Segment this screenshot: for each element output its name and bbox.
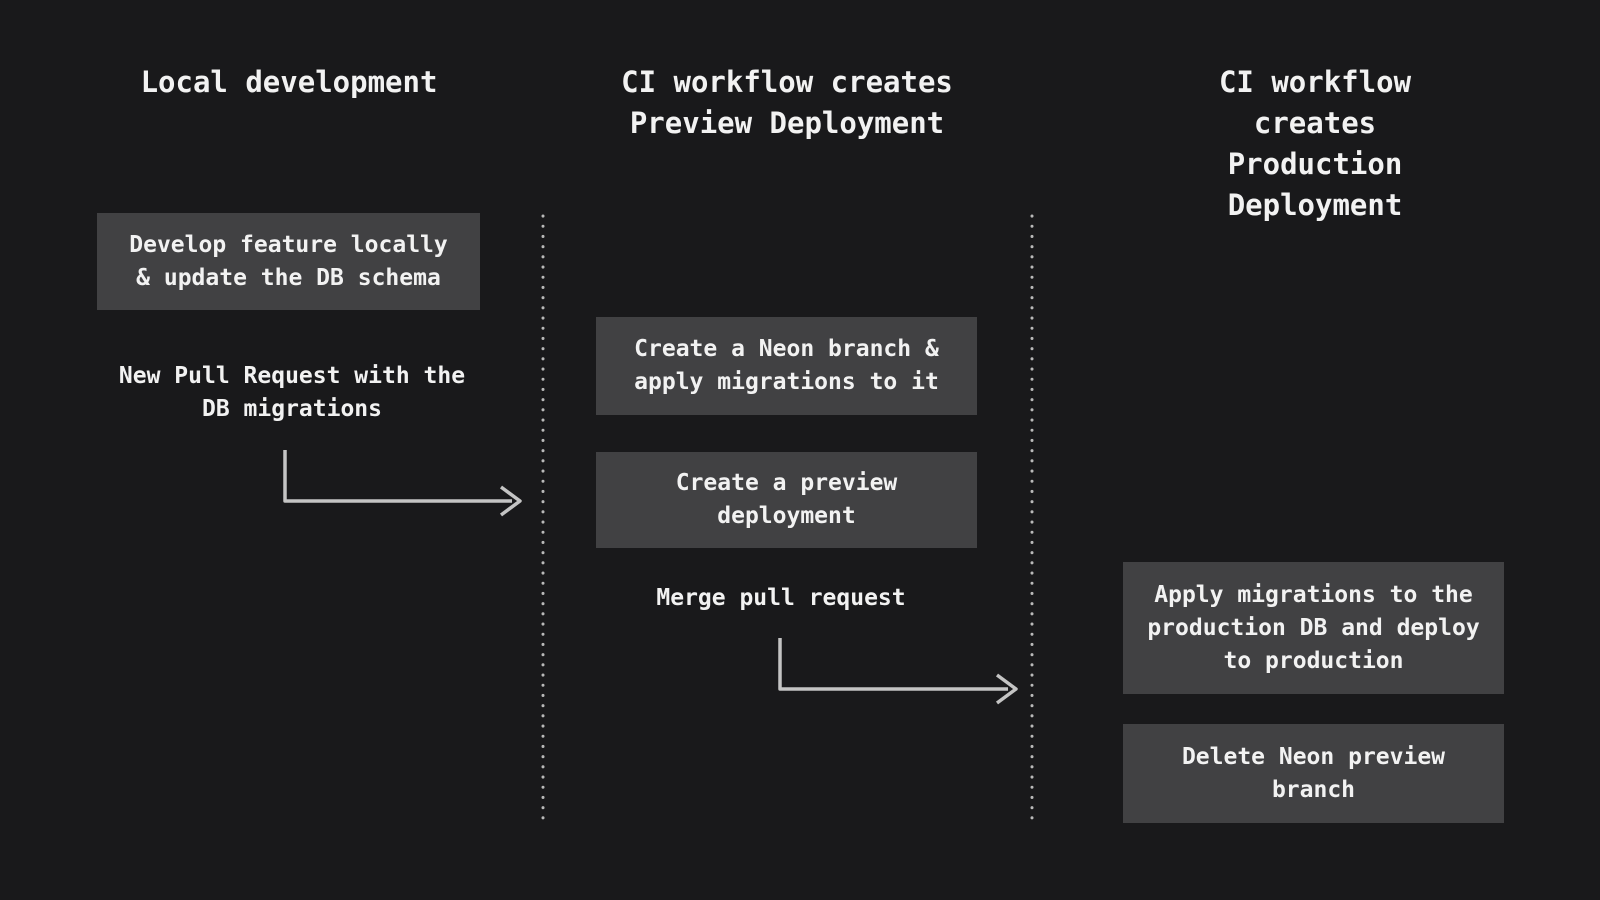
- step-text-new-pull-request: New Pull Request with the DB migrations: [118, 363, 466, 422]
- step-text-merge-pull-request: Merge pull request: [656, 585, 906, 611]
- step-box-develop-feature-label: Develop feature locally & update the DB …: [129, 231, 448, 291]
- arrow-pr-to-preview: [283, 450, 522, 517]
- column-header-production-deployment: CI workflow creates Production Deploymen…: [1218, 65, 1412, 222]
- step-box-delete-preview-branch-label: Delete Neon preview branch: [1181, 743, 1446, 803]
- column-header-preview-deployment: CI workflow creates Preview Deployment: [621, 65, 953, 140]
- step-box-create-neon-branch: Create a Neon branch & apply migrations …: [596, 317, 977, 415]
- arrow-merge-to-production: [778, 638, 1018, 705]
- step-box-create-preview-deployment: Create a preview deployment: [596, 452, 977, 548]
- column-header-local-development: Local development: [140, 65, 438, 99]
- step-box-create-preview-deployment-label: Create a preview deployment: [675, 470, 898, 529]
- step-box-apply-migrations-production: Apply migrations to the production DB an…: [1123, 562, 1504, 694]
- step-box-delete-preview-branch: Delete Neon preview branch: [1123, 724, 1504, 823]
- step-box-apply-migrations-production-label: Apply migrations to the production DB an…: [1147, 581, 1480, 674]
- step-box-create-neon-branch-label: Create a Neon branch & apply migrations …: [634, 336, 939, 395]
- step-box-develop-feature: Develop feature locally & update the DB …: [97, 213, 480, 310]
